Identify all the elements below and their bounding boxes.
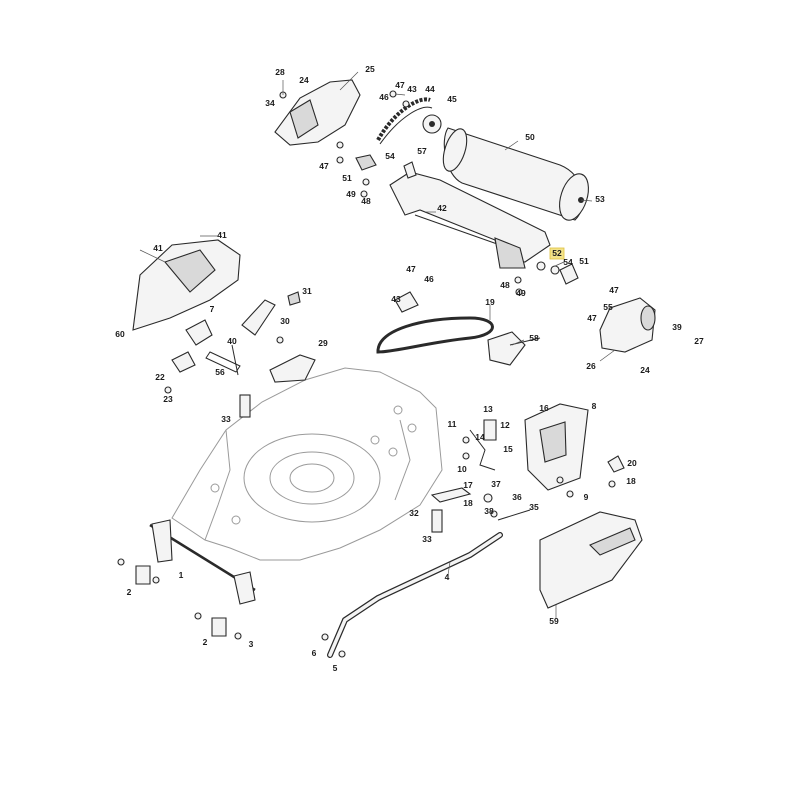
callout-label: 37	[491, 479, 501, 489]
callout-label: 50	[525, 132, 535, 142]
callout-label: 34	[265, 98, 275, 108]
height-lever	[321, 532, 503, 658]
callout-label: 49	[516, 288, 526, 298]
right-cover-parts	[430, 403, 625, 533]
callout-label: 14	[475, 432, 485, 442]
callout-label: 8	[592, 401, 597, 411]
roller-small-parts	[336, 90, 579, 296]
callout-label: 2	[127, 587, 132, 597]
callout-label: 26	[586, 361, 596, 371]
callout-label: 24	[299, 75, 309, 85]
callout-label: 58	[529, 333, 539, 343]
callout-label: 38	[484, 506, 494, 516]
side-cover-left	[132, 239, 241, 331]
callout-label: 60	[115, 329, 125, 339]
callout-label: 27	[694, 336, 704, 346]
callout-label: 56	[215, 367, 225, 377]
callout-label: 47	[406, 264, 416, 274]
callout-label: 47	[587, 313, 597, 323]
callout-label: 11	[448, 419, 457, 429]
callout-label: 18	[463, 498, 473, 508]
callout-label: 51	[342, 173, 352, 183]
callout-label: 24	[640, 365, 650, 375]
drive-belt	[376, 291, 541, 366]
drive-chain	[376, 97, 442, 145]
callout-label: 23	[163, 394, 173, 404]
callout-label: 53	[595, 194, 605, 204]
mower-deck	[171, 367, 443, 561]
callout-label: 54	[563, 257, 573, 267]
callout-label: 42	[437, 203, 447, 213]
callout-label: 51	[579, 256, 589, 266]
rear-cover-left	[274, 79, 361, 146]
height-adjust-parts	[164, 291, 316, 418]
callout-label: 47	[609, 285, 619, 295]
callout-label: 17	[463, 480, 473, 490]
callout-label: 1	[179, 570, 184, 580]
callout-label: 4	[445, 572, 450, 582]
rear-roller	[442, 127, 589, 221]
leader-lines	[139, 71, 616, 618]
callout-label: 31	[302, 286, 312, 296]
callout-label: 45	[447, 94, 457, 104]
callout-label: 55	[603, 302, 613, 312]
roller-frame	[389, 171, 551, 269]
side-cover-right	[599, 297, 656, 353]
callout-label: 13	[483, 404, 493, 414]
callout-label: 54	[385, 151, 395, 161]
callout-label: 40	[227, 336, 237, 346]
callout-label: 3	[249, 639, 254, 649]
callout-label: 41	[217, 230, 227, 240]
callout-label: 2	[203, 637, 208, 647]
callout-label: 48	[500, 280, 510, 290]
callout-label: 18	[626, 476, 636, 486]
callout-label: 35	[529, 502, 539, 512]
callout-label: 43	[391, 294, 401, 304]
callout-label: 6	[312, 648, 317, 658]
callout-label: 43	[407, 84, 417, 94]
callout-label: 39	[672, 322, 682, 332]
callout-label: 9	[584, 492, 589, 502]
callout-label: 47	[395, 80, 405, 90]
callout-label: 12	[500, 420, 510, 430]
callout-label: 59	[549, 616, 559, 626]
callout-label: 33	[422, 534, 432, 544]
callout-label: 5	[333, 663, 338, 673]
callout-label: 25	[365, 64, 375, 74]
callout-label: 49	[346, 189, 356, 199]
callout-label: 36	[512, 492, 522, 502]
callout-label: 48	[361, 196, 371, 206]
callout-label: 15	[503, 444, 513, 454]
callout-label: 19	[485, 297, 495, 307]
callout-label: 16	[539, 403, 549, 413]
callout-label: 57	[417, 146, 427, 156]
callout-label: 46	[379, 92, 389, 102]
callout-label: 22	[155, 372, 165, 382]
callout-label: 46	[424, 274, 434, 284]
grass-catcher-panel	[539, 511, 643, 609]
callout-label: 52	[552, 248, 562, 258]
callout-label: 10	[457, 464, 467, 474]
callout-label: 7	[210, 304, 215, 314]
callout-label: 32	[409, 508, 419, 518]
callout-label: 28	[275, 67, 285, 77]
front-axle	[117, 519, 256, 640]
callout-label: 29	[318, 338, 328, 348]
callout-label: 20	[627, 458, 637, 468]
callout-highlight	[549, 247, 565, 260]
callout-label: 41	[153, 243, 163, 253]
callout-label: 44	[425, 84, 435, 94]
callout-label: 30	[280, 316, 290, 326]
callout-label: 47	[319, 161, 329, 171]
callout-label: 33	[221, 414, 231, 424]
